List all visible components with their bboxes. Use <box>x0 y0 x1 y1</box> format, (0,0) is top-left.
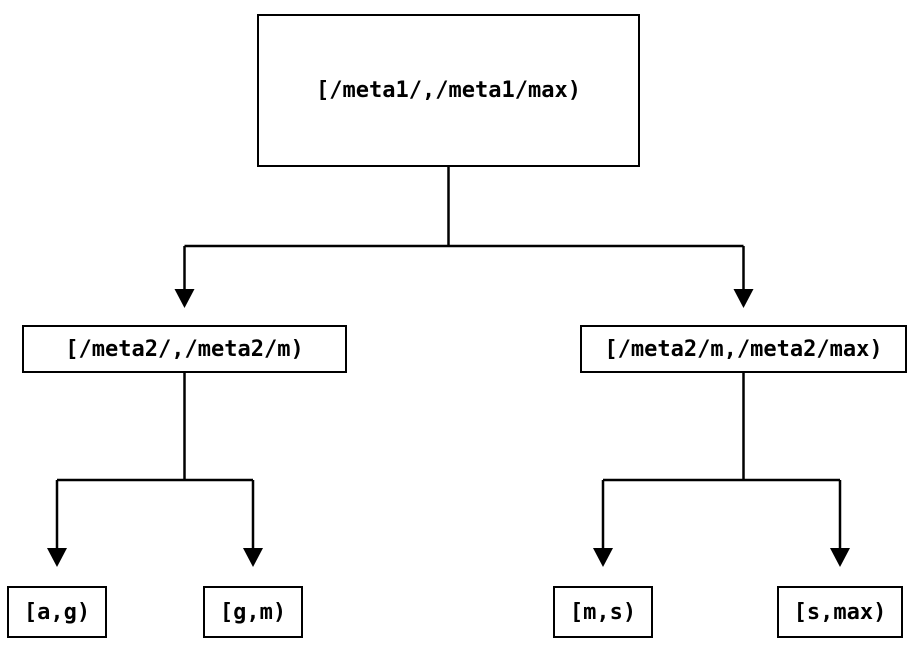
arrowhead-left-child-icon <box>174 289 195 308</box>
arrowhead-leaf-ag-icon <box>47 548 67 567</box>
tree-node-left-child-label: [/meta2/,/meta2/m) <box>65 336 304 362</box>
tree-node-left-child: [/meta2/,/meta2/m) <box>22 325 347 373</box>
tree-leaf-m-s-label: [m,s) <box>569 599 637 625</box>
tree-leaf-g-m-label: [g,m) <box>219 599 287 625</box>
arrowhead-leaf-ms-icon <box>593 548 613 567</box>
tree-node-root-label: [/meta1/,/meta1/max) <box>316 78 581 103</box>
tree-leaf-s-max: [s,max) <box>777 586 903 638</box>
arrowhead-leaf-gm-icon <box>243 548 263 567</box>
tree-leaf-a-g: [a,g) <box>7 586 107 638</box>
tree-leaf-a-g-label: [a,g) <box>23 599 91 625</box>
tree-node-right-child-label: [/meta2/m,/meta2/max) <box>604 336 883 362</box>
tree-leaf-m-s: [m,s) <box>553 586 653 638</box>
arrowhead-right-child-icon <box>733 289 754 308</box>
tree-leaf-s-max-label: [s,max) <box>793 599 887 625</box>
tree-node-right-child: [/meta2/m,/meta2/max) <box>580 325 907 373</box>
arrowhead-leaf-smax-icon <box>830 548 850 567</box>
tree-node-root: [/meta1/,/meta1/max) <box>257 14 640 167</box>
tree-leaf-g-m: [g,m) <box>203 586 303 638</box>
